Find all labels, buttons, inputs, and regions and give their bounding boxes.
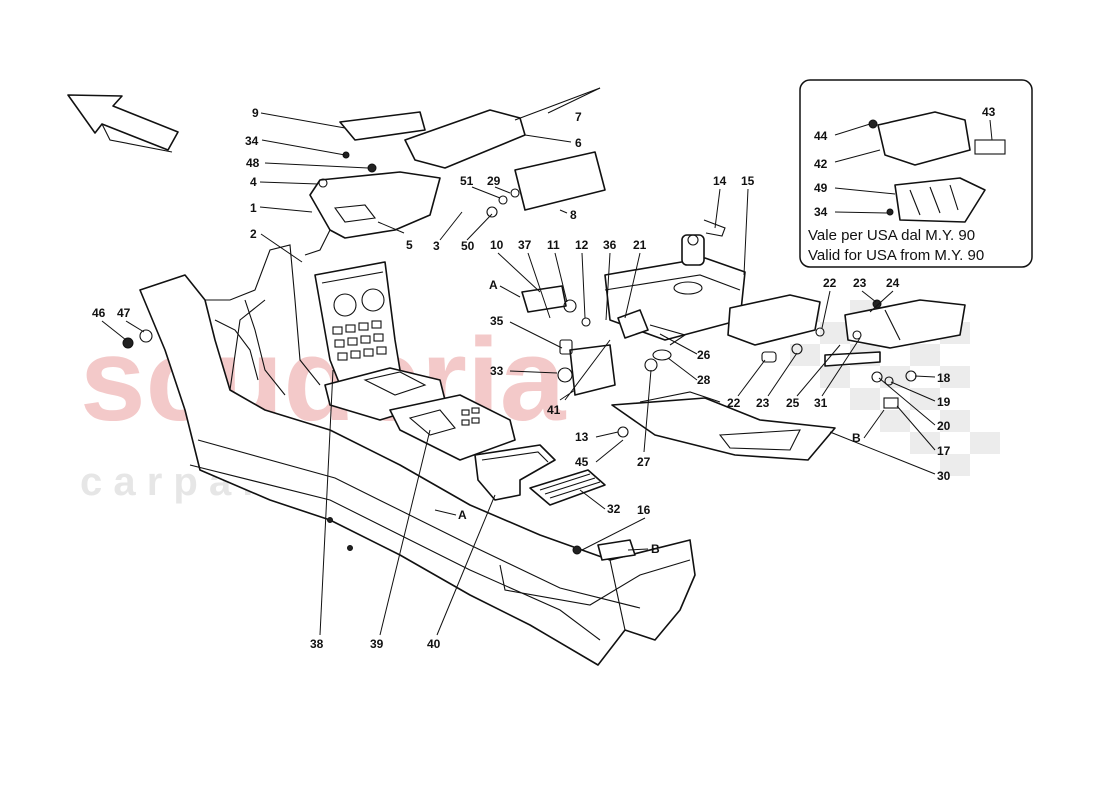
callout-16: 16	[637, 503, 651, 517]
callout-51: 51	[460, 174, 474, 188]
callout-21: 21	[633, 238, 647, 252]
callout-3: 3	[433, 239, 440, 253]
callout-39: 39	[370, 637, 384, 651]
callout-42: 42	[814, 157, 828, 171]
callout-12: 12	[575, 238, 589, 252]
view-marker-b-right: B	[852, 431, 861, 445]
inset-note-it: Vale per USA dal M.Y. 90	[808, 227, 975, 244]
callout-11: 11	[547, 238, 560, 252]
callout-44: 44	[814, 129, 828, 143]
callout-14: 14	[713, 174, 727, 188]
callout-13: 13	[575, 430, 589, 444]
callout-29: 29	[487, 174, 501, 188]
usa-variant-inset: Vale per USA dal M.Y. 90 Valid for USA f…	[799, 79, 1033, 268]
callout-41: 41	[547, 403, 561, 417]
callout-1: 1	[250, 201, 257, 215]
ashtray-housing	[474, 444, 606, 506]
callout-37: 37	[518, 238, 532, 252]
storage-compartment	[304, 87, 606, 256]
callout-43: 43	[982, 105, 996, 119]
callout-22-top: 22	[823, 276, 837, 290]
view-marker-a-lower: A	[458, 508, 467, 522]
callout-46: 46	[92, 306, 106, 320]
callout-19: 19	[937, 395, 951, 409]
callout-28: 28	[697, 373, 711, 387]
callout-23-bottom: 23	[756, 396, 770, 410]
callout-15: 15	[741, 174, 755, 188]
callout-22-bottom: 22	[727, 396, 741, 410]
callout-32: 32	[607, 502, 621, 516]
callout-34-inset: 34	[814, 205, 828, 219]
callout-30: 30	[937, 469, 951, 483]
callouts: 9 34 48 4 1 2 7 6 8 5 3 50 51 29 10 37 1…	[92, 87, 996, 651]
callout-2: 2	[250, 227, 257, 241]
armrest-lid	[604, 257, 966, 349]
callout-38: 38	[310, 637, 324, 651]
callout-7: 7	[575, 110, 582, 124]
callout-27: 27	[637, 455, 651, 469]
callout-35: 35	[490, 314, 504, 328]
callout-45: 45	[575, 455, 589, 469]
callout-17: 17	[937, 444, 951, 458]
lower-tray	[611, 391, 836, 461]
tunnel-console-body	[139, 244, 696, 666]
callout-24: 24	[886, 276, 900, 290]
callout-9: 9	[252, 106, 259, 120]
callout-31: 31	[814, 396, 828, 410]
callout-18: 18	[937, 371, 951, 385]
callout-23-top: 23	[853, 276, 867, 290]
callout-10: 10	[490, 238, 504, 252]
callout-20: 20	[937, 419, 951, 433]
view-markers: A A B B	[434, 278, 885, 556]
callout-4: 4	[250, 175, 257, 189]
callout-34: 34	[245, 134, 259, 148]
callout-5: 5	[406, 238, 413, 252]
callout-49: 49	[814, 181, 828, 195]
callout-26: 26	[697, 348, 711, 362]
gas-strut-hardware	[122, 299, 917, 561]
callout-40: 40	[427, 637, 441, 651]
callout-25: 25	[786, 396, 800, 410]
lock-cylinder	[681, 219, 726, 266]
callout-47: 47	[117, 306, 131, 320]
view-marker-b-lower: B	[651, 542, 660, 556]
direction-arrow-icon	[67, 94, 179, 153]
callout-48: 48	[246, 156, 260, 170]
callout-50: 50	[461, 239, 475, 253]
callout-33: 33	[490, 364, 504, 378]
view-marker-a-upper: A	[489, 278, 498, 292]
callout-36: 36	[603, 238, 617, 252]
inset-note-en: Valid for USA from M.Y. 90	[808, 247, 984, 264]
center-switch-panel	[314, 261, 516, 461]
callout-6: 6	[575, 136, 582, 150]
callout-8: 8	[570, 208, 577, 222]
